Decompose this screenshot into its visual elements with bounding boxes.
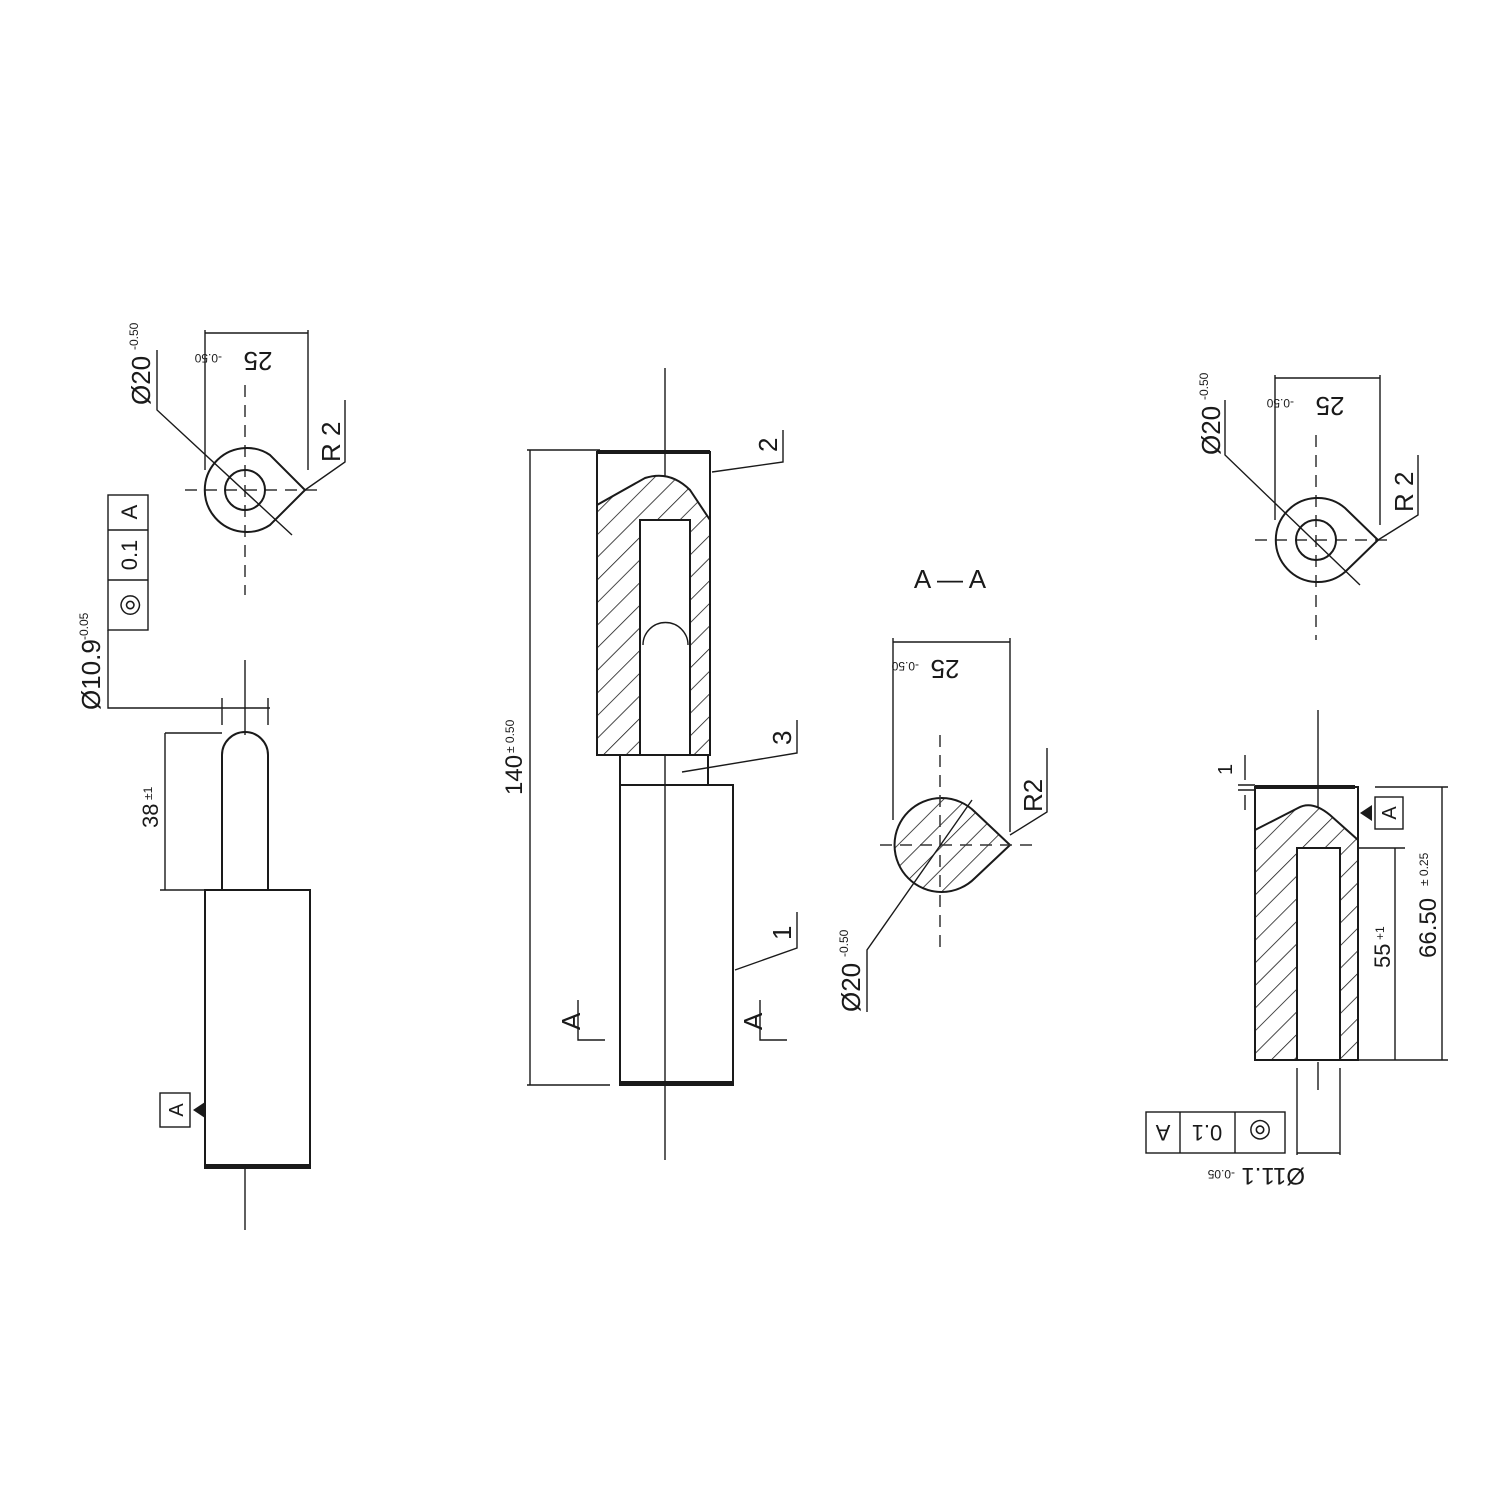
datum-label: A [166, 1103, 188, 1117]
diameter-dimension: Ø20 [126, 356, 156, 405]
right-feature-control-frame: A 0.1 ◎ [1145, 1111, 1286, 1154]
right-fcf-tolerance: 0.1 [1192, 1120, 1223, 1145]
section-radius: R2 [1018, 779, 1048, 812]
part-label-2: 2 [753, 438, 783, 452]
overall-height: 66.50 [1415, 898, 1442, 958]
bore-depth-tolerance: +1 [1373, 926, 1387, 940]
width-dimension: 25 [244, 346, 273, 376]
bore-circle [224, 469, 266, 511]
pin-diameter-tolerance: -0.05 [77, 612, 91, 640]
bore-diameter: Ø11.1 [1241, 1162, 1305, 1189]
section-title: A — A [914, 564, 987, 594]
section-width: 25 [931, 654, 960, 684]
section-marker-right: A [738, 1012, 768, 1030]
section-marker-left: A [556, 1012, 586, 1030]
radius-dimension: R 2 [316, 422, 346, 462]
pin-length-tolerance: ±1 [141, 786, 155, 800]
right-top-view: 25 -0.50 Ø20 -0.50 R 2 [1196, 372, 1419, 640]
section-diameter: Ø20 [836, 963, 866, 1012]
part-label-1: 1 [767, 926, 797, 940]
section-width-tolerance: -0.50 [891, 659, 919, 673]
teardrop-outline [203, 447, 307, 533]
left-top-view: 25 -0.50 Ø20 -0.50 R 2 [126, 322, 346, 595]
right-datum-label: A [1379, 806, 1401, 820]
bore-depth: 55 [1370, 944, 1395, 968]
fcf-tolerance: 0.1 [117, 540, 142, 571]
fcf-datum: A [117, 504, 142, 519]
right-diameter: Ø20 [1196, 406, 1226, 455]
left-feature-control-frame: A 0.1 ◎ Ø10.9-0.05 [76, 494, 270, 725]
right-concentricity-icon: ◎ [1249, 1117, 1272, 1147]
concentricity-icon: ◎ [113, 594, 143, 617]
overall-length-tolerance: ± 0.50 [503, 719, 517, 753]
width-tolerance: -0.50 [194, 351, 222, 365]
overall-height-tolerance: ± 0.25 [1417, 852, 1431, 886]
pin-diameter: Ø10.9 [76, 639, 106, 710]
part-label-3: 3 [767, 731, 797, 745]
diameter-tolerance: -0.50 [127, 322, 141, 350]
right-fcf-datum: A [1155, 1120, 1170, 1145]
overall-length: 140 [501, 755, 528, 795]
left-pin-part: 38 ±1 A [138, 660, 311, 1230]
right-width: 25 [1316, 391, 1345, 421]
section-view-a-a: A — A 25 -0.50 R2 Ø20 -0.50 [836, 564, 1048, 1012]
gap-dimension: 1 [1215, 764, 1237, 775]
right-width-tolerance: -0.50 [1266, 396, 1294, 410]
right-section-part: 1 A 55 +1 66.50 ± 0.25 Ø11.1 -0.05 [1207, 710, 1448, 1189]
section-diameter-tolerance: -0.50 [837, 929, 851, 957]
bore-diameter-tolerance: -0.05 [1207, 1167, 1235, 1181]
hinge-assembly: 2 3 1 140 ± 0.50 A A [501, 368, 798, 1160]
pin-length: 38 [138, 804, 163, 828]
right-diameter-tolerance: -0.50 [1197, 372, 1211, 400]
right-radius: R 2 [1389, 472, 1419, 512]
